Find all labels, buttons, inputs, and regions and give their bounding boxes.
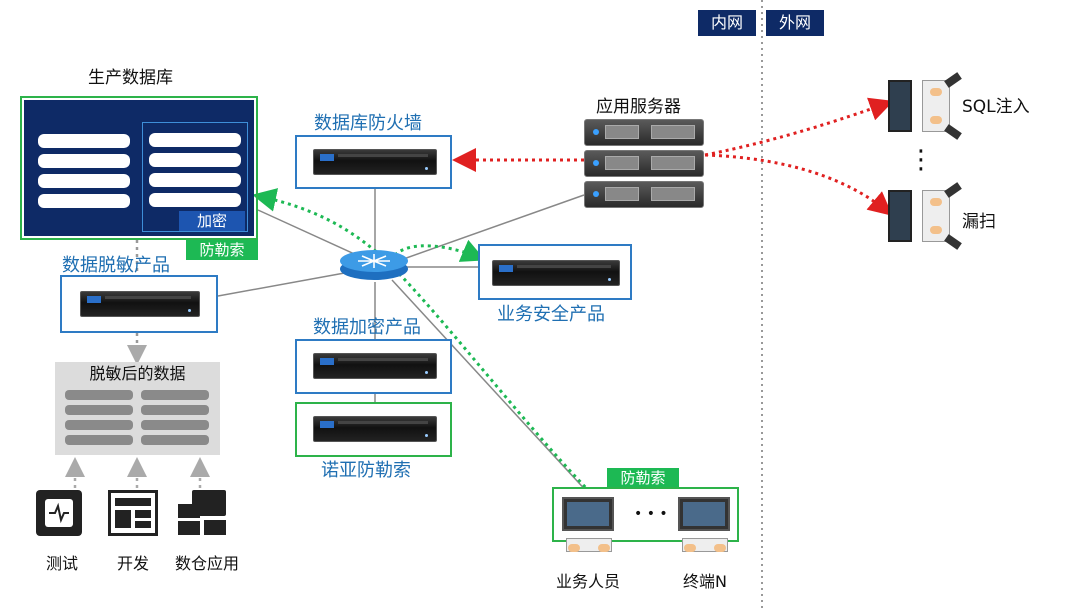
masked-disk	[65, 405, 133, 415]
biz-server-icon	[492, 260, 620, 286]
terminal-box: • • •	[552, 487, 739, 542]
encryption-title: 数据加密产品	[313, 317, 421, 338]
prod-db-frame: 加密	[20, 96, 258, 240]
terminal-n-label: 终端N	[683, 572, 727, 591]
app-server-unit-2	[584, 150, 704, 177]
user-label: 业务人员	[556, 572, 621, 591]
hand-icon	[568, 544, 580, 552]
db-disk	[149, 173, 241, 187]
masking-box	[60, 275, 218, 333]
scan-label: 漏扫	[962, 212, 996, 232]
dev-layout-icon	[108, 490, 158, 536]
app-server-unit-3	[584, 181, 704, 208]
db-disk	[149, 133, 241, 147]
masked-disk	[141, 405, 209, 415]
red-path-sql	[704, 97, 894, 157]
zone-inner-tag: 内网	[698, 10, 756, 36]
masked-disk	[141, 390, 209, 400]
warehouse-app-icon	[178, 490, 228, 536]
prod-db-title: 生产数据库	[88, 68, 173, 88]
attacker-dots: ⋮	[908, 145, 934, 175]
router-icon	[340, 250, 408, 280]
terminal-dots: • • •	[634, 506, 668, 522]
noah-title: 诺亚防勒索	[321, 460, 411, 481]
attacker-monitor-icon	[888, 80, 912, 132]
hand-icon	[930, 116, 942, 124]
masked-disk	[141, 435, 209, 445]
link-router-masking	[217, 271, 351, 297]
masked-disk	[65, 420, 133, 430]
db-disk	[38, 134, 130, 148]
firewall-box	[295, 135, 452, 189]
masked-data-title: 脱敏后的数据	[89, 364, 186, 383]
masking-server-icon	[80, 291, 200, 317]
biz-security-title: 业务安全产品	[497, 304, 605, 325]
hand-icon	[930, 198, 942, 206]
zone-outer-tag: 外网	[766, 10, 824, 36]
firewall-server-icon	[313, 149, 437, 175]
sql-injection-label: SQL注入	[962, 97, 1030, 117]
attacker-monitor-icon	[888, 190, 912, 242]
terminal-monitor-icon	[678, 497, 730, 531]
consumer-test-label: 测试	[46, 554, 79, 573]
app-server-unit-1	[584, 119, 704, 146]
db-disk	[149, 153, 241, 167]
encryption-box	[295, 339, 452, 394]
link-router-app	[394, 194, 585, 263]
masking-title: 数据脱敏产品	[62, 255, 170, 276]
masked-disk	[65, 435, 133, 445]
biz-security-box	[478, 244, 632, 300]
hand-icon	[930, 88, 942, 96]
masked-disk	[65, 390, 133, 400]
db-disk	[38, 174, 130, 188]
noah-box	[295, 402, 452, 457]
db-disk	[38, 154, 130, 168]
terminal-ransom-tag: 防勒索	[607, 468, 679, 488]
encryption-server-icon	[313, 353, 437, 379]
masked-data-panel: 脱敏后的数据	[55, 362, 220, 455]
hand-icon	[598, 544, 610, 552]
hand-icon	[684, 544, 696, 552]
terminal-monitor-icon	[562, 497, 614, 531]
chip-icon	[36, 490, 82, 536]
hand-icon	[714, 544, 726, 552]
hand-icon	[930, 226, 942, 234]
link-router-terminal	[391, 279, 591, 496]
db-disk	[38, 194, 130, 208]
green-path-terminal-db	[252, 188, 592, 494]
prod-db-panel: 加密	[24, 100, 254, 236]
prod-db-ransom-tag: 防勒索	[186, 240, 258, 260]
encrypted-area: 加密	[142, 122, 248, 232]
masked-disk	[141, 420, 209, 430]
green-path-router-biz	[393, 239, 486, 262]
noah-server-icon	[313, 416, 437, 442]
red-path-scan	[704, 153, 893, 216]
consumer-dev-label: 开发	[117, 554, 150, 573]
db-disk	[149, 193, 241, 207]
consumer-warehouse-label: 数仓应用	[175, 554, 240, 573]
app-server-title: 应用服务器	[596, 97, 681, 117]
encrypt-tag: 加密	[179, 211, 245, 231]
firewall-title: 数据库防火墙	[314, 113, 422, 134]
